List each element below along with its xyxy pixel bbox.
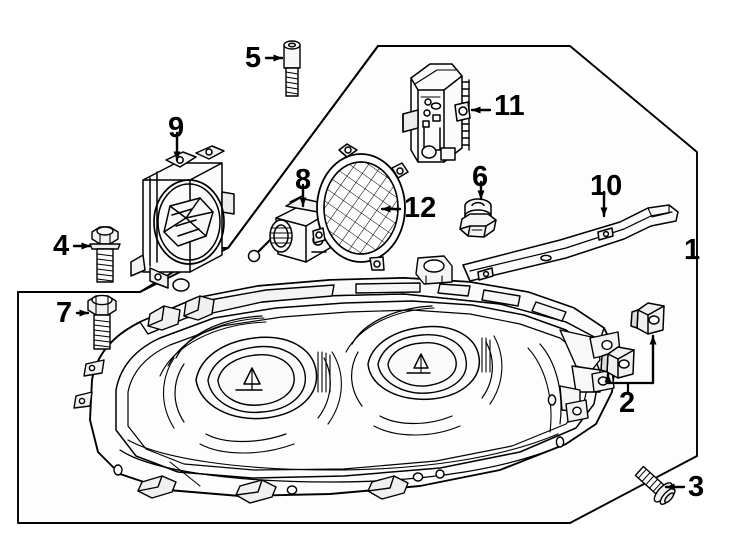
callout-1[interactable]: 1 [684,234,701,266]
part-bolt-4 [89,226,121,283]
part-led-ballast-driver [402,63,471,163]
callout-11[interactable]: 11 [494,90,525,122]
callout-2[interactable]: 2 [619,387,636,419]
callout-9[interactable]: 9 [168,112,185,144]
right-mounting-bracket [527,329,621,448]
part-round-vent-cover [312,143,409,271]
part-control-module-bracket [130,145,235,292]
callout-3[interactable]: 3 [688,471,705,503]
part-upper-trim-molding [462,204,679,282]
part-retaining-clip-upper [630,302,665,335]
left-projector-module [159,315,342,454]
callout-6[interactable]: 6 [472,161,489,193]
part-retaining-clip-lower [600,346,635,379]
part-bolt-5 [283,40,301,97]
callout-7[interactable]: 7 [56,297,73,329]
leader-lines [72,54,699,491]
callout-8[interactable]: 8 [295,164,312,196]
callout-4[interactable]: 4 [53,230,70,262]
callout-10[interactable]: 10 [590,170,623,202]
callout-5[interactable]: 5 [245,42,262,74]
callout-12[interactable]: 12 [404,192,437,224]
part-mounting-grommet [459,198,497,238]
right-projector-module [345,305,503,436]
headlamp-main-body [73,255,621,504]
part-bolt-7 [87,294,117,350]
